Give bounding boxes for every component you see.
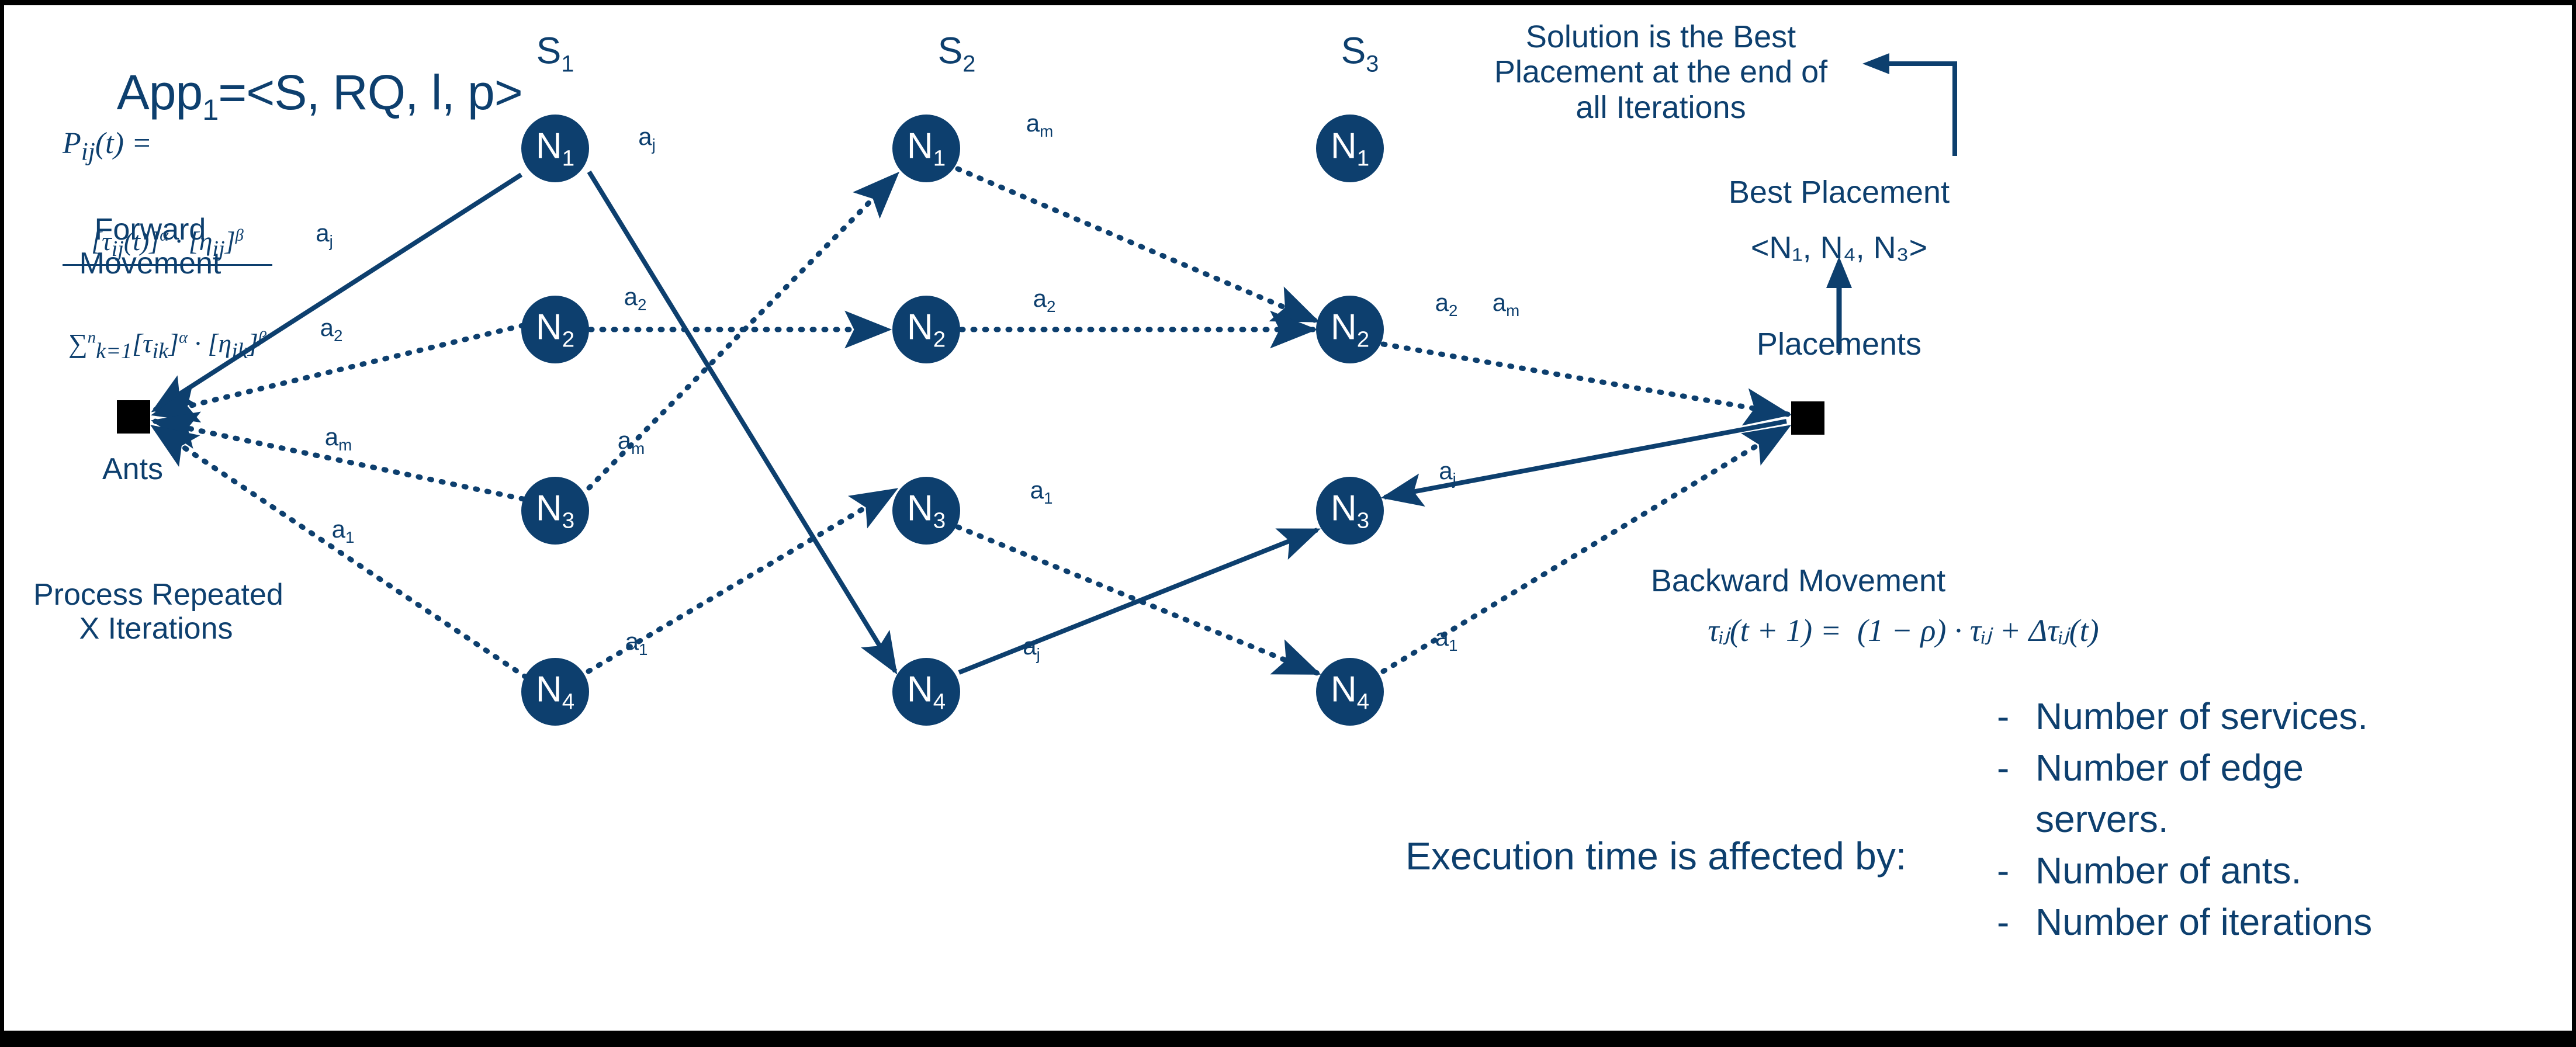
best-placement-label: Best Placement [1728, 175, 1950, 210]
probability-formula-numerator: [τij(t)]α · [ηij]β [63, 226, 273, 266]
node-label-s2-n3: N3 [906, 488, 946, 533]
stage-header-s3-sub: 3 [1366, 51, 1379, 77]
list-item: - Number of services. [1997, 695, 2570, 738]
page-title: App1=<S, RQ, l, p> [67, 10, 523, 181]
edge-label-s2n4-out: aj [1023, 632, 1040, 664]
page-title-prefix: App [116, 65, 203, 120]
edges-backward-movement [1380, 341, 1792, 674]
edge-label-s3n3-out: aj [1439, 456, 1456, 488]
node-label-s2-n2: N2 [906, 307, 946, 352]
stage-header-s1-base: S [536, 29, 562, 72]
node-s1-n1 [521, 115, 589, 182]
edge-label-src-s1n1: aj [316, 219, 333, 251]
page-title-sub: 1 [202, 92, 219, 126]
edge-label-src-s1n4: a1 [331, 515, 355, 547]
stage-nodes [521, 115, 1384, 726]
bullet-dash: - [1997, 695, 2010, 737]
solution-note-label: Solution is the Best Placement at the en… [1494, 19, 1828, 125]
edge-label-s1n1-out: aj [638, 122, 656, 154]
node-s2-n2 [892, 296, 960, 363]
node-label-s3-n4: N4 [1330, 669, 1370, 715]
result-collector-square [1791, 401, 1824, 435]
edge-label-s2n3-out: a1 [1030, 476, 1053, 508]
edge-label-s2n2-out: a2 [1033, 284, 1056, 316]
node-label-s1-n4: N4 [535, 669, 575, 715]
edge-label-s3n2-out-a2: a2 [1435, 288, 1458, 320]
bullet-dash: - [1997, 850, 2010, 892]
node-label-s2-n4: N4 [906, 669, 946, 715]
node-s2-n1 [892, 115, 960, 182]
page-title-suffix: =<S, RQ, l, p> [218, 65, 523, 120]
node-s3-n2 [1316, 296, 1384, 363]
edges-source-to-stage1 [150, 172, 529, 680]
edge-label-src-s1n2: a2 [320, 313, 343, 345]
stage-header-s1: S1 [536, 29, 574, 78]
node-s2-n3 [892, 477, 960, 545]
bullet-text: Number of edge [2035, 747, 2304, 789]
node-label-s3-n2: N2 [1330, 307, 1370, 352]
node-s1-n2 [521, 296, 589, 363]
execution-time-label: Execution time is affected by: [1405, 834, 1907, 878]
bullet-text: Number of iterations [2035, 901, 2373, 943]
node-label-s3-n1: N1 [1330, 126, 1370, 171]
bullet-text: Number of ants. [2035, 850, 2302, 892]
bullet-text: Number of services. [2035, 695, 2369, 737]
edges-stage1-to-stage2 [586, 170, 900, 675]
node-label-s1-n3: N3 [535, 488, 575, 533]
bullet-dash: - [1997, 747, 2010, 789]
forward-movement-label: Forward Movement [79, 213, 221, 281]
bullet-dash: - [1997, 901, 2010, 943]
stage-header-s2-sub: 2 [962, 51, 976, 77]
callout-arrow-solution [1862, 53, 1957, 156]
list-item: - Number of ants. [1997, 849, 2570, 892]
edges-stage2-to-stage3 [955, 166, 1321, 676]
list-item: - Number of iterations [1997, 900, 2570, 944]
list-item: - Number of edge [1997, 746, 2570, 789]
edge-label-s1n2-out: a2 [624, 282, 647, 314]
edge-label-s3n2-out-am: am [1492, 288, 1520, 320]
ants-source-square [117, 400, 150, 434]
node-s3-n3 [1316, 477, 1384, 545]
probability-formula-fraction: [τij(t)]α · [ηij]β ∑nk=1[τik]α · [ηik]β [63, 166, 273, 424]
stage-header-s3: S3 [1341, 29, 1379, 78]
node-label-s3-n3: N3 [1330, 488, 1370, 533]
bullet-text: servers. [2035, 798, 2169, 840]
callout-arrow-placements [1826, 256, 1852, 353]
pheromone-update-formula: τᵢⱼ(t + 1) = (1 − ρ) · τᵢⱼ + Δτᵢⱼ(t) [1708, 613, 2099, 648]
node-label-s1-n1: N1 [535, 126, 575, 171]
probability-formula: Pij(t) = [τij(t)]α · [ηij]β ∑nk=1[τik]α … [32, 93, 453, 459]
node-label-s2-n1: N1 [906, 126, 946, 171]
factors-bullet-list: - Number of services. - Number of edge s… [1997, 695, 2570, 952]
node-label-s1-n2: N2 [535, 307, 575, 352]
edge-label-s3n4-out: a1 [1435, 623, 1458, 655]
edge-label-s2n1-out: am [1026, 109, 1054, 141]
backward-movement-label: Backward Movement [1650, 563, 1946, 598]
node-s2-n4 [892, 658, 960, 726]
stage-header-s3-base: S [1341, 29, 1366, 72]
node-s1-n3 [521, 477, 589, 545]
stage-header-s2: S2 [938, 29, 976, 78]
ants-label: Ants [102, 452, 164, 486]
process-repeated-label: Process Repeated X Iterations [33, 578, 283, 646]
placements-label: Placements [1756, 327, 1922, 362]
node-s3-n4 [1316, 658, 1384, 726]
node-s3-n1 [1316, 115, 1384, 182]
diagram-edges-layer [117, 53, 1957, 726]
edge-label-s1n4-out: a1 [625, 627, 648, 659]
stage-header-s2-base: S [937, 29, 963, 72]
bullet-dash [1997, 798, 2035, 841]
edge-label-s1n3-out: am [617, 426, 645, 458]
probability-formula-lhs: Pij(t) = [63, 127, 153, 166]
node-s1-n4 [521, 658, 589, 726]
edge-label-src-s1n3: am [324, 422, 352, 455]
best-placement-value: <N₁, N₄, N₃> [1750, 230, 1928, 265]
stage-header-s1-sub: 1 [561, 51, 574, 77]
probability-formula-denominator: ∑nk=1[τik]α · [ηik]β [68, 328, 267, 364]
list-item: servers. [1997, 798, 2570, 841]
